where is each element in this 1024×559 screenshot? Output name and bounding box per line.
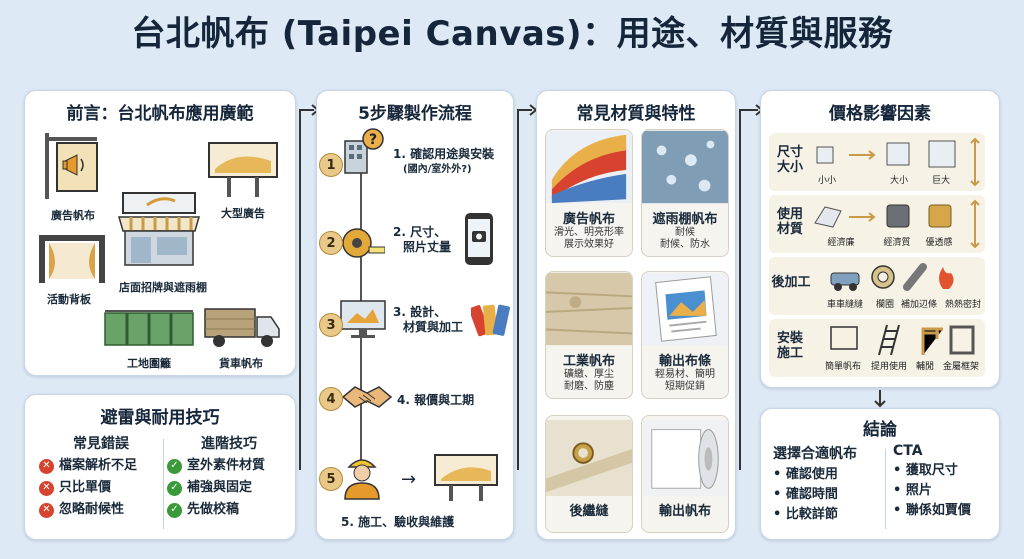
svg-text:?: ? — [369, 132, 377, 148]
conclusion-card: 結論 選擇合適帆布 • 確認使用 • 確認時間 • 比較詳節 CTA • 獲取尺… — [760, 408, 1000, 540]
connector-arrow-2 — [517, 104, 538, 470]
advanced-item: ✓補強與固定 — [167, 477, 291, 499]
label-event-backdrop: 活動背板 — [47, 293, 91, 306]
label-ad-canvas: 廣告帆布 — [51, 209, 95, 222]
steps-card: 5步驟製作流程 ? 1 1. 確認用途與安裝 (國內/室外外?) 2 2. 尺寸… — [316, 90, 514, 540]
material-samples-icon — [814, 204, 952, 228]
materials-heading: 常見材質與特性 — [576, 104, 696, 124]
conclusion-divider — [885, 449, 886, 529]
pricing-heading: 價格影響因素 — [829, 104, 931, 124]
material-industrial-canvas: 工業帆布 礦繳、厚尘 耐磨、防塵 — [545, 271, 633, 399]
smartphone-camera-icon — [465, 213, 493, 265]
grommet-icon — [546, 419, 632, 496]
x-icon: ✕ — [39, 458, 54, 474]
label-site-fence: 工地圍籬 — [127, 357, 171, 370]
check-icon: ✓ — [167, 480, 182, 496]
page-title: 台北帆布 (Taipei Canvas)：用途、材質與服務 — [131, 14, 893, 54]
step-1-text: 1. 確認用途與安裝 (國內/室外外?) — [393, 147, 495, 175]
label-truck-canvas: 貨車帆布 — [219, 357, 263, 370]
billboard-icon — [208, 142, 278, 197]
step-5-text: 5. 施工、驗收與維護 — [341, 515, 455, 529]
tape-measure-icon — [342, 228, 385, 258]
label-storefront: 店面招牌與遮雨棚 — [119, 281, 207, 294]
step-5-arrow: → — [401, 469, 417, 490]
step-3-text: 3. 設計、 材質與加工 — [393, 305, 464, 334]
pricing-card: 價格影響因素 尺寸大小 小小 大小 巨大 使用材質 經濟廉 經濟質 優透感 — [760, 90, 1000, 388]
canvas-roll-icon — [642, 419, 728, 496]
step-number-5: 5 — [319, 467, 343, 491]
storefront-icon — [118, 192, 200, 266]
advanced-column: 進階技巧 ✓室外素件材質 ✓補強與固定 ✓先做校稿 — [167, 433, 291, 521]
material-print-canvas: 輸出帆布 — [641, 415, 729, 533]
printed-sheet-icon — [642, 272, 728, 346]
building-question-icon: ? — [344, 128, 384, 174]
step-2-text: 2. 尺寸、 照片丈量 — [393, 225, 452, 254]
mistakes-column: 常見錯誤 ✕檔案解析不足 ✕只比單價 ✕忽略耐候性 — [39, 433, 163, 521]
material-awning-canvas: 遮雨棚帆布 耐候 耐候、防水 — [641, 129, 729, 257]
conclusion-left: 選擇合適帆布 • 確認使用 • 確認時間 • 比較詳節 — [773, 446, 857, 522]
worker-icon — [344, 459, 380, 500]
step-number-2: 2 — [319, 231, 343, 255]
handshake-icon — [341, 386, 393, 408]
mistake-item: ✕只比單價 — [39, 477, 163, 499]
color-swatch-icon — [471, 304, 510, 337]
range-arrow-icon — [970, 199, 980, 249]
pricing-row-finishing: 後加工 車車縫縫 欄圈 補加辺條 熱熱密封 — [769, 257, 985, 315]
step-number-3: 3 — [319, 313, 343, 337]
mistake-item: ✕忽略耐候性 — [39, 499, 163, 521]
rough-fabric-icon — [546, 272, 632, 346]
truck-icon — [204, 308, 280, 347]
intro-heading: 前言：台北帆布應用廣範 — [66, 104, 254, 124]
pricing-row-size: 尺寸大小 小小 大小 巨大 — [769, 133, 985, 191]
x-icon: ✕ — [39, 502, 54, 518]
stage-backdrop-icon — [39, 235, 105, 283]
monitor-design-icon — [340, 300, 386, 338]
materials-card: 常見材質與特性 廣告帆布 滑光、明亮形率 展示效果好 遮雨棚帆布 耐候 耐候、防… — [536, 90, 736, 540]
range-arrow-icon — [970, 137, 980, 187]
water-drops-icon — [642, 130, 728, 204]
down-arrow — [874, 390, 886, 408]
advanced-heading: 進階技巧 — [201, 436, 257, 452]
conclusion-right: CTA • 獲取尺寸 • 照片 • 聯係如賈價 — [893, 443, 971, 518]
label-billboard: 大型廣告 — [221, 207, 265, 220]
advanced-item: ✓先做校稿 — [167, 499, 291, 521]
finishing-icons — [830, 263, 954, 291]
mistakes-heading: 常見錯誤 — [73, 436, 129, 452]
check-icon: ✓ — [167, 502, 182, 518]
installation-icons — [830, 324, 975, 356]
pricing-row-installation: 安裝施工 簡單帆布 提用使用 輔閒 金屬框架 — [769, 319, 985, 377]
column-divider — [163, 439, 164, 529]
check-icon: ✓ — [167, 458, 182, 474]
size-scale-icon — [816, 140, 956, 168]
advanced-item: ✓室外素件材質 — [167, 455, 291, 477]
tips-card: 避雷與耐用技巧 常見錯誤 ✕檔案解析不足 ✕只比單價 ✕忽略耐候性 進階技巧 ✓… — [24, 394, 296, 540]
step-4-text: 4. 報價與工期 — [397, 393, 475, 407]
material-hem-stitch: 後繼縫 — [545, 415, 633, 533]
step-number-4: 4 — [319, 387, 343, 411]
material-ad-canvas: 廣告帆布 滑光、明亮形率 展示效果好 — [545, 129, 633, 257]
step-number-1: 1 — [319, 153, 343, 177]
conclusion-heading: 結論 — [863, 420, 897, 440]
pricing-row-material: 使用材質 經濟廉 經濟質 優透感 — [769, 195, 985, 253]
construction-fence-icon — [104, 310, 194, 346]
material-print-banner: 輸出布條 輕易材、簡明 短期促銷 — [641, 271, 729, 399]
intro-card: 前言：台北帆布應用廣範 廣告帆布 大型廣告 店面招牌與遮雨棚 活動背板 — [24, 90, 296, 376]
tips-heading: 避雷與耐用技巧 — [100, 408, 220, 428]
glossy-canvas-icon — [546, 130, 632, 204]
hanging-sign-icon — [45, 133, 98, 199]
mistake-item: ✕檔案解析不足 — [39, 455, 163, 477]
x-icon: ✕ — [39, 480, 54, 496]
installed-billboard-icon — [434, 454, 498, 501]
steps-heading: 5步驟製作流程 — [358, 104, 472, 124]
